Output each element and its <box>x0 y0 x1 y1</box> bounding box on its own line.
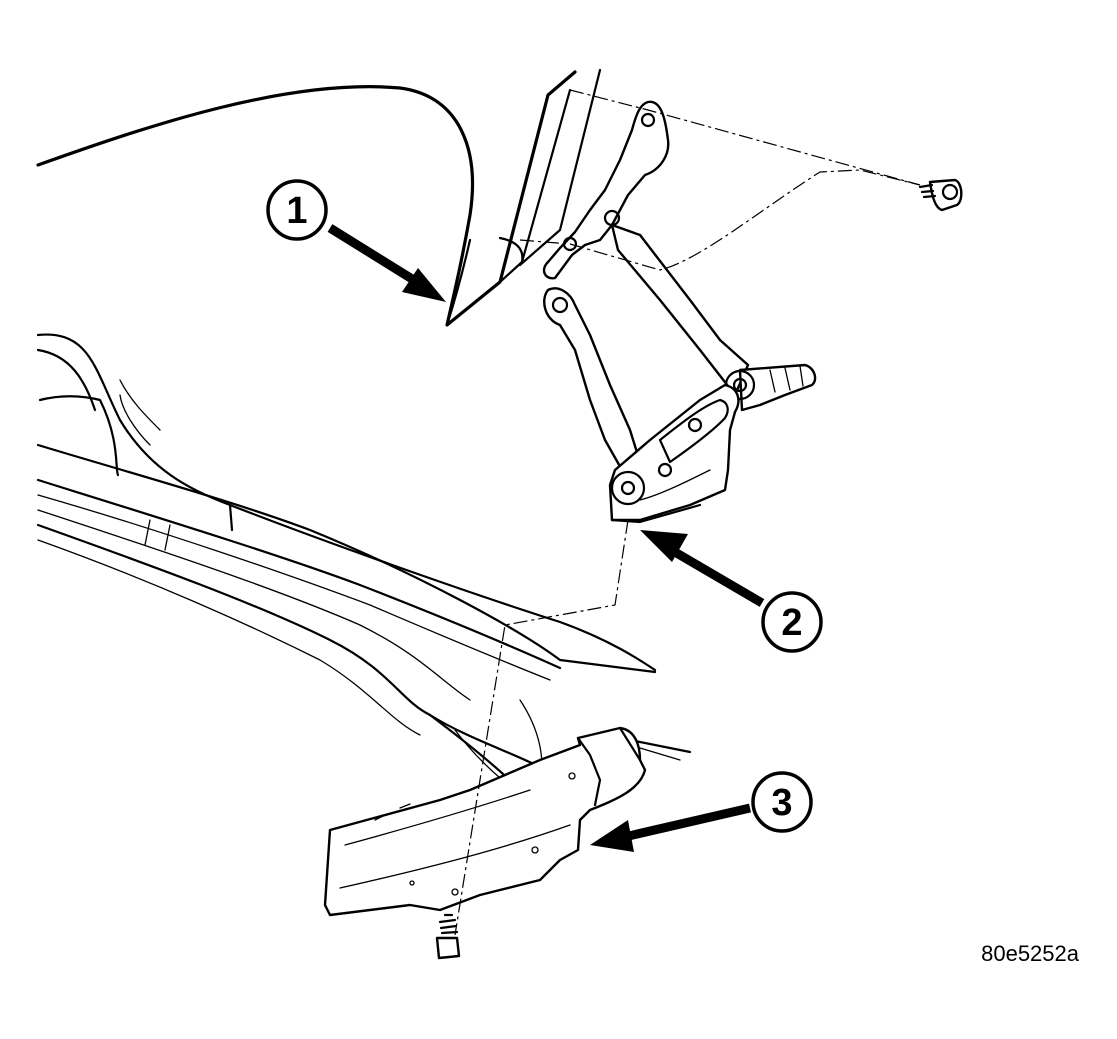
callout-arrow-2 <box>640 530 765 607</box>
callout-arrow-1 <box>327 224 446 302</box>
figure-id: 80e5252a <box>981 941 1079 966</box>
assembly-lines <box>454 89 921 936</box>
bolt-lower <box>435 913 461 960</box>
callout-label: 2 <box>781 602 802 644</box>
callout-3: 3 <box>751 771 813 833</box>
callout-2: 2 <box>761 591 823 653</box>
callout-arrow-3 <box>590 803 752 852</box>
callout-label: 1 <box>286 190 307 232</box>
fender-bracket <box>323 726 647 917</box>
hood-panel <box>36 68 602 327</box>
bolt-upper <box>918 178 963 212</box>
fender-body <box>36 333 692 792</box>
callout-1: 1 <box>266 179 328 241</box>
callout-label: 3 <box>771 782 792 824</box>
hood-hinge <box>542 100 817 524</box>
